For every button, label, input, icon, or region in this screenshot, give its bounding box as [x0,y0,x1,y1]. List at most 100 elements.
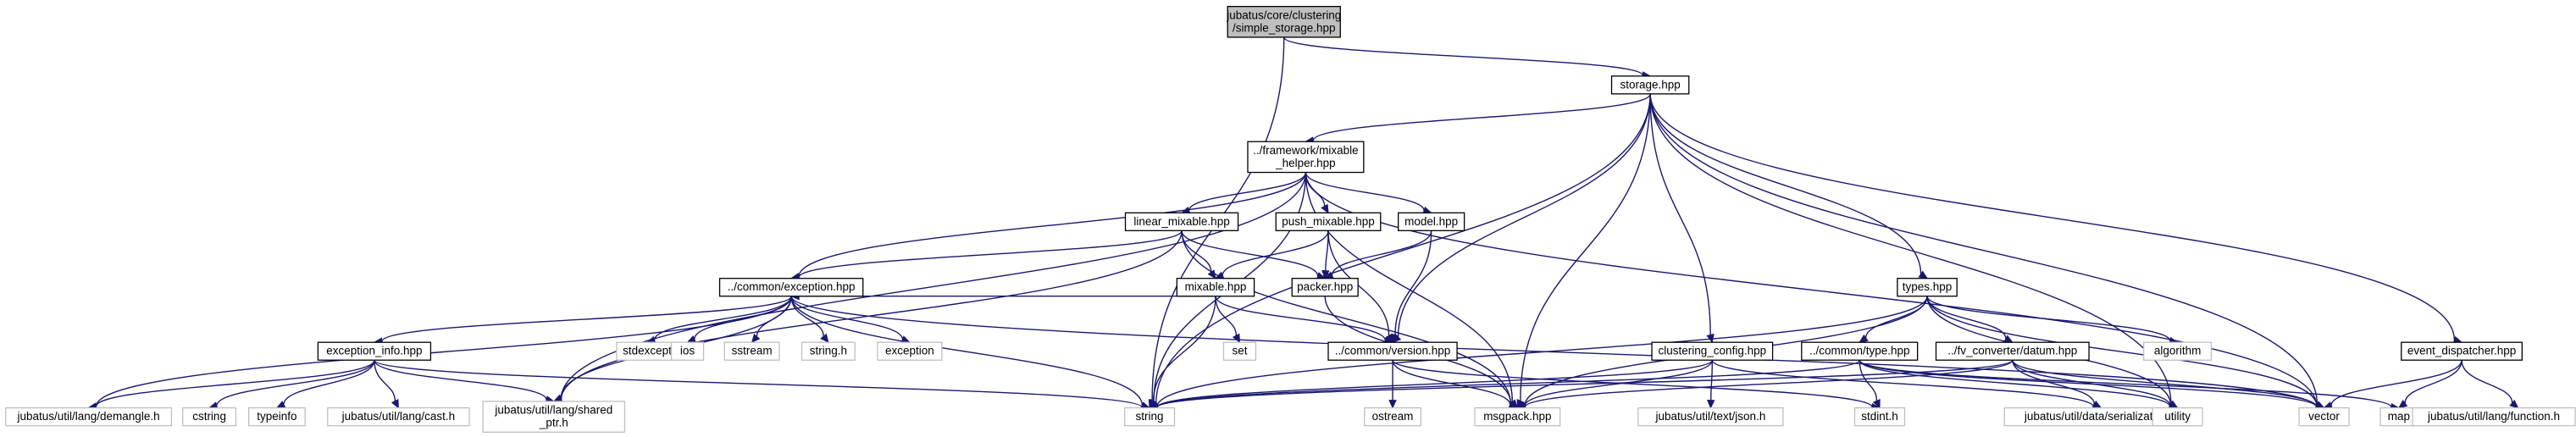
node-msgpack[interactable]: msgpack.hpp [1474,407,1561,427]
node-label: map [2388,410,2410,423]
node-push-mixable[interactable]: push_mixable.hpp [1275,212,1382,231]
node-packer[interactable]: packer.hpp [1291,278,1359,297]
node-box [1124,212,1239,231]
arrowhead-common_exception-to-string_h [820,333,829,344]
edge-common_version-to-stdint [1392,359,1873,408]
node-label: _ptr.h [539,417,568,429]
node-label: mixable.hpp [1185,280,1247,293]
node-function[interactable]: jubatus/util/lang/function.h [2412,407,2576,427]
edge-common_exception-to-exception_info [381,296,792,342]
edge-common_exception-to-sstream [756,296,792,337]
node-map[interactable]: map [2379,407,2418,427]
arrowhead-model-to-common_version [1391,333,1399,344]
node-box [670,341,705,361]
node-box [2143,341,2213,361]
node-box [723,341,780,361]
node-shared-ptr[interactable]: jubatus/util/lang/shared_ptr.h [482,401,626,433]
node-box [1275,212,1382,231]
node-json[interactable]: jubatus/util/text/json.h [1637,407,1784,427]
node-types[interactable]: types.hpp [1897,278,1958,297]
edge-linear_mixable-to-shared_ptr [560,230,1183,400]
edge-mixable_helper-to-shared_ptr [560,172,1307,400]
node-ostream[interactable]: ostream [1364,407,1421,427]
node-label: jubatus/util/lang/function.h [2427,410,2560,423]
node-label: ostream [1372,410,1414,423]
edge-exception_info-to-string [374,359,1143,408]
node-mixable-helper[interactable]: ../framework/mixable_helper.hpp [1247,141,1365,174]
edge-linear_mixable-to-msgpack [1181,230,1512,405]
edge-types-to-vector [1926,296,2318,407]
edge-storage-to-event_dispatcher [1649,93,2456,340]
arrowhead-mixable-to-set [1232,333,1241,344]
edge-types-to-string [1156,296,1928,407]
node-clustering-config[interactable]: clustering_config.hpp [1651,341,1774,361]
node-serialization[interactable]: jubatus/util/data/serialization.h [2003,407,2199,427]
edge-storage-to-string [1155,93,1651,404]
node-typeinfo[interactable]: typeinfo [247,407,306,427]
arrowhead-common_version-to-ostream [1388,400,1397,409]
edge-common_type-to-string [1156,359,1860,408]
edge-storage-to-types [1649,93,1922,274]
edge-common_type-to-utility [1859,359,2171,407]
edge-exception_info-to-shared_ptr [374,359,547,401]
node-box [1651,341,1774,361]
node-box [1327,341,1458,361]
node-label: storage.hpp [1620,78,1680,91]
edge-linear_mixable-to-packer [1181,230,1319,277]
node-label: jubatus/util/lang/cast.h [341,410,456,423]
node-label: types.hpp [1903,280,1953,293]
node-set[interactable]: set [1222,341,1257,361]
node-algorithm[interactable]: algorithm [2143,341,2213,361]
edge-types-to-algorithm [1926,296,2171,341]
arrowhead-common_exception-to-sstream [751,333,761,344]
node-box [1227,5,1341,38]
node-utility[interactable]: utility [2152,407,2203,427]
node-demangle[interactable]: jubatus/util/lang/demangle.h [5,407,173,427]
node-box [1247,141,1365,174]
node-root[interactable]: jubatus/core/clustering/simple_storage.h… [1226,5,1341,38]
node-event-dispatcher[interactable]: event_dispatcher.hpp [2401,341,2523,361]
edge-event_dispatcher-to-map [2404,360,2462,404]
edge-fv_datum-to-string [1156,359,2014,408]
node-label: ../common/version.hpp [1335,345,1451,357]
node-stdint[interactable]: stdint.h [1853,407,1906,427]
edge-root-to-storage [1283,36,1643,76]
edge-mixable-to-set [1215,296,1238,336]
node-string[interactable]: string [1123,407,1176,427]
node-common-type[interactable]: ../common/type.hpp [1801,341,1919,361]
node-cast[interactable]: jubatus/util/lang/cast.h [327,407,470,427]
edge-storage-to-mixable_helper [1312,93,1651,141]
node-exception-info[interactable]: exception_info.hpp [317,341,432,361]
node-linear-mixable[interactable]: linear_mixable.hpp [1124,212,1239,231]
edge-event_dispatcher-to-function [2461,360,2513,403]
node-mixable[interactable]: mixable.hpp [1176,278,1255,297]
node-label: event_dispatcher.hpp [2407,345,2516,357]
node-common-exception[interactable]: ../common/exception.hpp [718,278,864,297]
node-label: ../fv_converter/datum.hpp [1947,345,2077,357]
node-common-version[interactable]: ../common/version.hpp [1327,341,1458,361]
node-model[interactable]: model.hpp [1398,212,1465,231]
node-box [327,407,470,427]
node-box [1935,341,2090,361]
node-cstring[interactable]: cstring [182,407,237,427]
node-fv-datum[interactable]: ../fv_converter/datum.hpp [1935,341,2090,361]
node-box [1291,278,1359,297]
node-exception[interactable]: exception [877,341,943,361]
edge-exception_info-to-typeinfo [283,360,375,405]
node-sstream[interactable]: sstream [723,341,780,361]
node-storage[interactable]: storage.hpp [1610,75,1690,95]
node-box [800,341,856,361]
node-box [1364,407,1421,427]
node-label: algorithm [2154,345,2202,357]
node-label: stdint.h [1861,410,1898,423]
node-ios[interactable]: ios [670,341,705,361]
node-label: string [1136,410,1164,423]
arrowhead-types-to-common_type [1859,334,1869,343]
node-vector[interactable]: vector [2298,407,2350,427]
edge-storage-to-common_version [1397,93,1651,337]
node-string-h[interactable]: string.h [800,341,856,361]
node-stdexcept[interactable]: stdexcept [616,341,679,361]
node-label: model.hpp [1404,215,1458,228]
edge-exception_info-to-cast [374,360,396,401]
